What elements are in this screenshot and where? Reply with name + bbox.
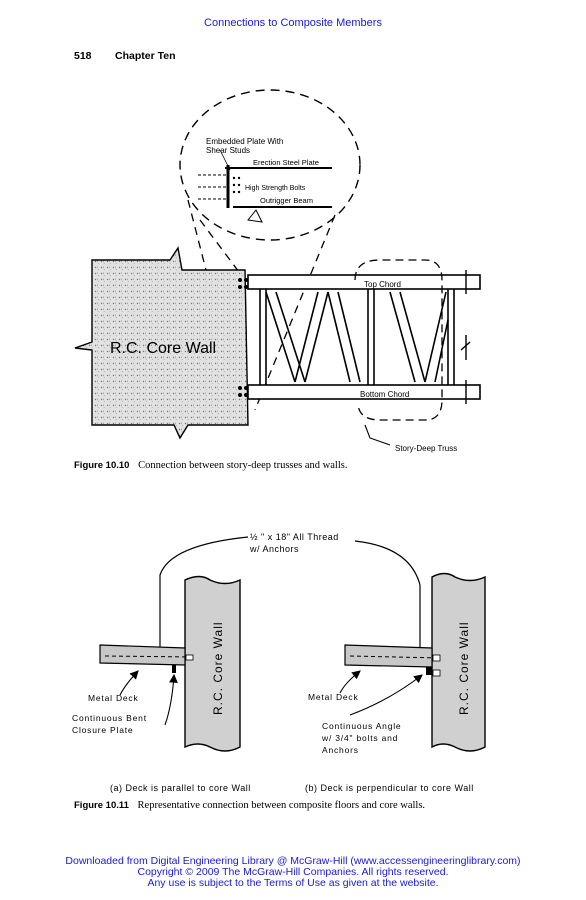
detail-callout-circle [179,89,361,241]
wall-label-right: R.C. Core Wall [457,621,471,715]
core-wall [74,246,249,440]
figure-10-11-drawing: ½ " x 18" All Thread w/ Anchors R.C. Cor… [72,532,486,793]
core-wall-left [184,575,241,752]
page-number: 518 [74,50,92,62]
truss-callout [354,259,443,421]
callout-leader [254,214,336,411]
wall-anchors-top [238,278,248,289]
metal-deck-label-right: Metal Deck [308,692,359,702]
label-embedded-plate-1: Embedded Plate With [206,137,283,146]
core-wall-right [431,572,486,752]
figure-10-10-caption: Figure 10.10 Connection between story-de… [74,460,347,471]
caption-label: Figure 10.11 [74,800,129,811]
metal-deck-label-left: Metal Deck [88,693,139,703]
label-embedded-plate-2: Shear Studs [206,146,250,155]
shear-studs [198,174,226,200]
wall-label: R.C. Core Wall [110,340,216,357]
truss-label: Story-Deep Truss [395,444,457,453]
caption-label: Figure 10.10 [74,460,130,471]
angle-label-2: w/ 3/4" bolts and [321,733,398,743]
thread-label-1: ½ " x 18" All Thread [250,532,339,542]
bolt-dots [232,176,241,194]
wall-label-left: R.C. Core Wall [211,621,225,715]
thread-leader-right [354,540,425,662]
angle-label-1: Continuous Angle [322,721,401,731]
angle-label-3: Anchors [322,745,359,755]
subcaption-right: (b) Deck is perpendicular to core Wall [305,783,474,793]
metal-deck-left [99,644,186,666]
figure-10-11-caption: Figure 10.11 Representative connection b… [74,800,425,811]
closure-label-1: Continuous Bent [72,713,147,723]
chord-end-markers [460,270,471,404]
label-erection-plate: Erection Steel Plate [253,158,319,167]
thread-label-2: w/ Anchors [249,544,299,554]
thread-leader-left [155,536,249,662]
chapter-title: Chapter Ten [115,50,176,62]
top-chord-label: Top Chord [364,280,401,289]
truss [247,274,481,400]
caption-text: Connection between story-deep trusses an… [138,460,348,471]
bottom-chord-label: Bottom Chord [360,390,409,399]
running-header: Connections to Composite Members [204,17,382,29]
closure-label-2: Closure Plate [72,725,133,735]
footer-download-line[interactable]: Downloaded from Digital Engineering Libr… [65,855,521,867]
figure-10-10-drawing: Embedded Plate With Shear Studs Erection… [74,89,481,453]
label-outrigger: Outrigger Beam [260,196,313,205]
section-marker [247,209,263,223]
label-bolts: High Strength Bolts [245,185,306,192]
footer-copyright-line: Copyright © 2009 The McGraw-Hill Compani… [137,866,449,878]
subcaption-left: (a) Deck is parallel to core Wall [110,783,251,793]
caption-text: Representative connection between compos… [137,800,426,811]
footer-terms-line: Any use is subject to the Terms of Use a… [147,877,439,889]
